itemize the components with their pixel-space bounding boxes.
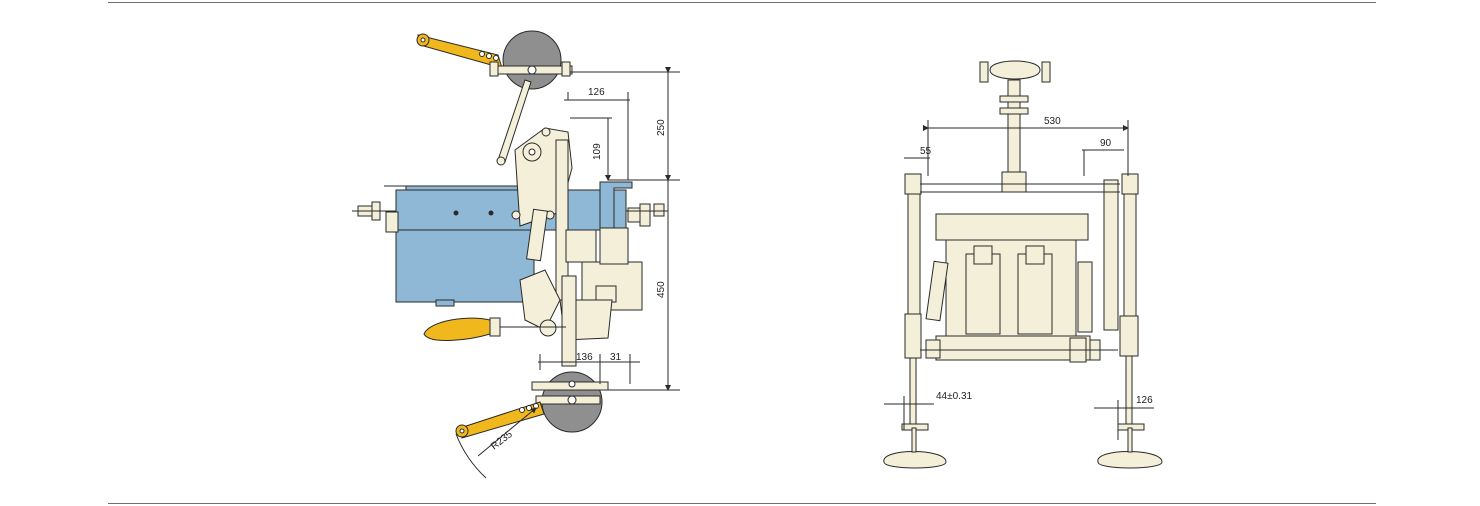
dim-530: 530 — [1044, 116, 1061, 127]
front-bottom-shaft — [920, 337, 1118, 363]
bottom-grip — [423, 317, 566, 342]
front-frame — [925, 213, 1093, 361]
mechanism-plate — [511, 127, 573, 301]
dim-31: 31 — [610, 352, 622, 363]
side-dimension-lines — [538, 67, 680, 391]
front-top-handle — [979, 60, 1051, 193]
dim-250: 250 — [656, 119, 667, 136]
right-bolts — [626, 203, 668, 227]
bottom-rule — [108, 503, 1376, 504]
bottom-handle — [455, 401, 545, 439]
top-wheel — [502, 30, 562, 90]
dim-109: 109 — [592, 143, 603, 160]
dim-90: 90 — [1100, 138, 1112, 149]
top-rule — [108, 2, 1376, 3]
side-view: 126 109 250 450 136 31 R235 — [352, 30, 680, 479]
left-bolts — [352, 201, 399, 233]
front-dimension-text: 530 55 90 44±0.31 126 — [920, 116, 1153, 406]
radius-arc — [455, 433, 487, 479]
front-right-column — [1097, 173, 1163, 469]
top-handle — [416, 33, 503, 69]
dim-55: 55 — [920, 146, 932, 157]
dim-126-top: 126 — [588, 87, 605, 98]
dim-450: 450 — [656, 281, 667, 298]
dim-44-tolerance: 44±0.31 — [936, 391, 973, 402]
front-dimension-lines — [884, 120, 1154, 440]
dim-126-bottom: 126 — [1136, 395, 1153, 406]
dim-136: 136 — [576, 352, 593, 363]
front-view: 530 55 90 44±0.31 126 — [883, 60, 1163, 469]
dim-r235: R235 — [489, 429, 515, 453]
